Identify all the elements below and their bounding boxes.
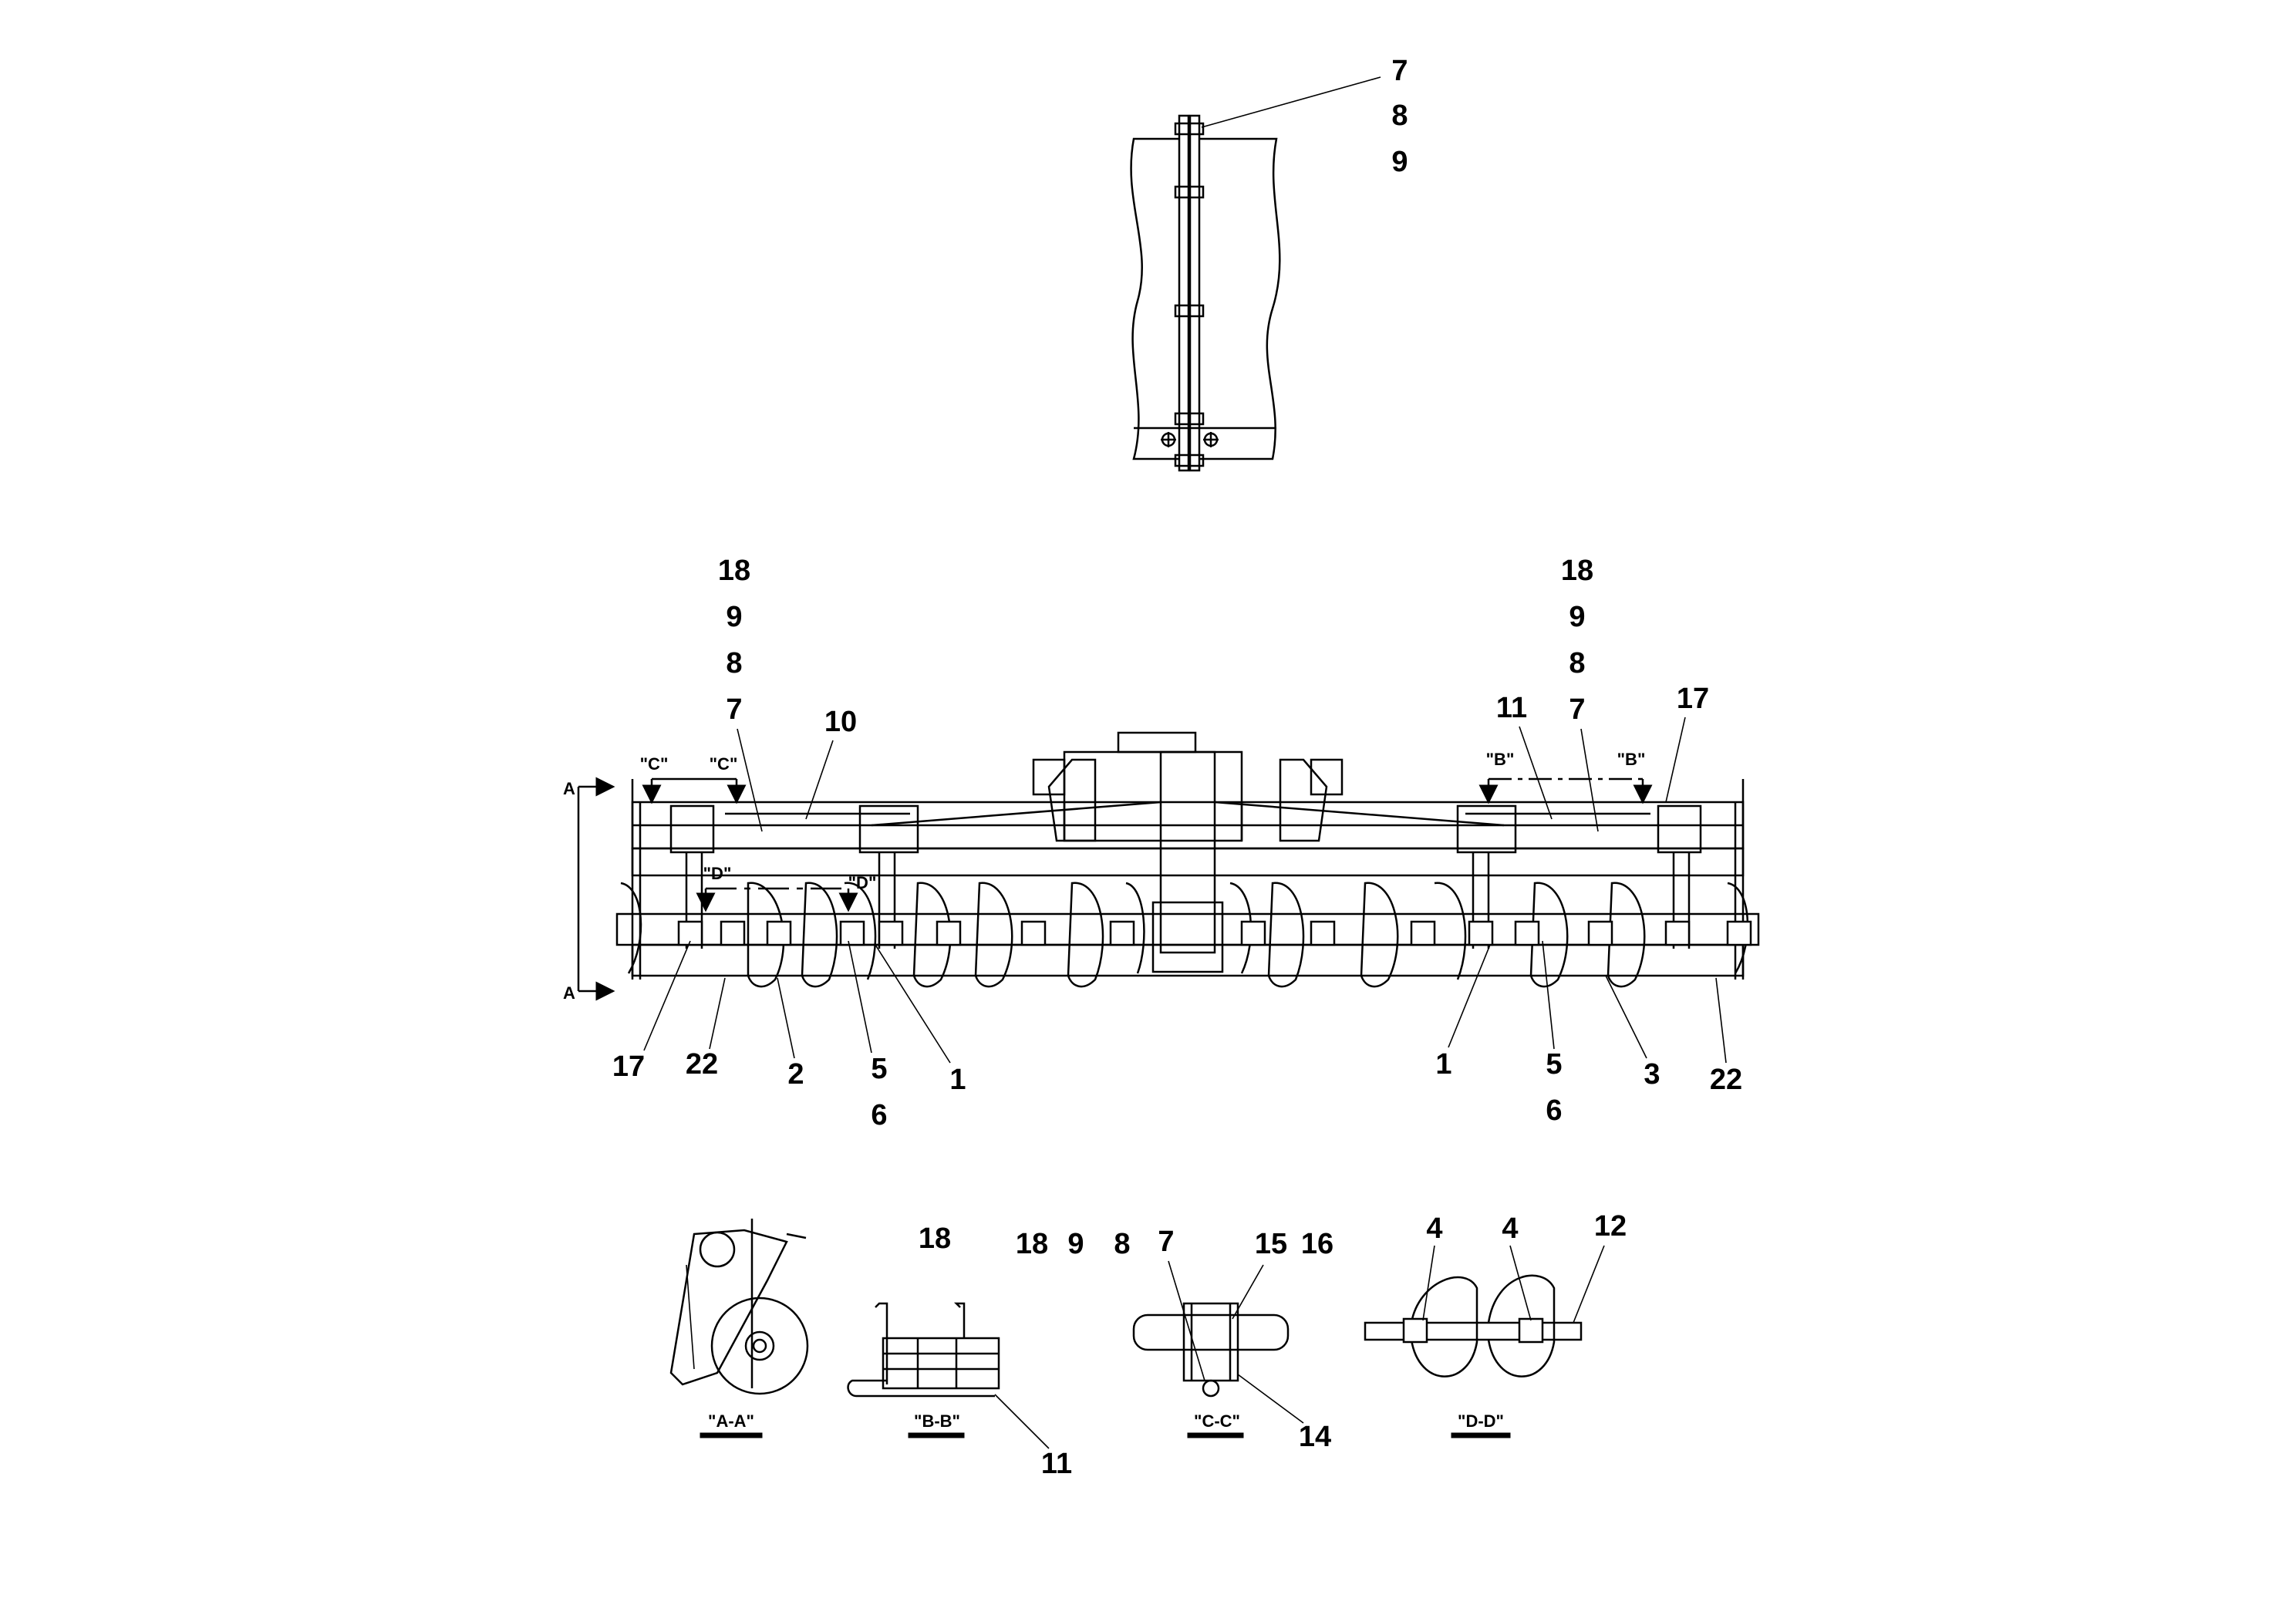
top-view: 7 8 9 xyxy=(1130,55,1408,472)
top-callout-9: 9 xyxy=(1391,146,1408,178)
main-view: A A "C" "C" "B" "B" "D" "D" xyxy=(563,555,1760,1131)
center-gearbox xyxy=(871,731,1505,973)
top-callout-8: 8 xyxy=(1391,99,1408,132)
section-c-left: "C" xyxy=(640,754,669,774)
section-c-right: "C" xyxy=(710,754,738,774)
left-stack-7: 7 xyxy=(726,693,742,726)
right-stack-9: 9 xyxy=(1569,601,1585,633)
section-a-bottom: A xyxy=(563,983,575,1003)
callout-1-left: 1 xyxy=(949,1064,966,1096)
detail-d-d: 4 4 12 "D-D" xyxy=(1364,1210,1627,1438)
detail-c-c-callout-8: 8 xyxy=(1114,1228,1130,1260)
detail-b-b-title: "B-B" xyxy=(914,1411,960,1431)
section-a-top: A xyxy=(563,779,575,798)
detail-d-d-title: "D-D" xyxy=(1458,1411,1504,1431)
callout-1-right: 1 xyxy=(1435,1048,1451,1081)
callout-2: 2 xyxy=(787,1058,804,1091)
detail-d-d-callout-12: 12 xyxy=(1594,1210,1627,1243)
section-d-markers: "D" "D" xyxy=(696,864,877,912)
section-b-right: "B" xyxy=(1617,750,1646,769)
detail-d-d-callout-4a: 4 xyxy=(1426,1212,1442,1245)
callout-5-right: 5 xyxy=(1546,1048,1562,1081)
callout-22-right: 22 xyxy=(1710,1064,1742,1096)
detail-c-c-callout-18: 18 xyxy=(1016,1228,1048,1260)
detail-d-d-callout-4b: 4 xyxy=(1502,1212,1518,1245)
detail-c-c-callout-7: 7 xyxy=(1158,1226,1174,1258)
right-stack-7: 7 xyxy=(1569,693,1585,726)
callout-17-right: 17 xyxy=(1677,683,1709,715)
shaft-hubs xyxy=(677,920,1752,946)
right-callout-stack: 18 9 8 7 xyxy=(1561,555,1599,832)
left-callout-stack: 18 9 8 7 xyxy=(718,555,763,832)
section-d-right: "D" xyxy=(848,873,877,892)
callout-22-left: 22 xyxy=(686,1048,718,1081)
main-callouts: 10 11 17 17 22 2 5 6 1 1 5 6 3 22 xyxy=(612,683,1742,1131)
detail-c-c: 18 9 8 7 15 16 "C-C" 14 xyxy=(1016,1226,1333,1453)
section-b-left: "B" xyxy=(1486,750,1515,769)
callout-6-left: 6 xyxy=(871,1099,887,1131)
left-stack-9: 9 xyxy=(726,601,742,633)
left-stack-18: 18 xyxy=(718,555,750,587)
callout-5-left: 5 xyxy=(871,1053,887,1085)
top-callout-7: 7 xyxy=(1391,55,1408,87)
callout-3: 3 xyxy=(1644,1058,1660,1091)
section-a-markers: A A xyxy=(563,777,615,1003)
detail-c-c-callout-16: 16 xyxy=(1301,1228,1333,1260)
callout-6-right: 6 xyxy=(1546,1094,1562,1127)
detail-c-c-callout-15: 15 xyxy=(1255,1228,1287,1260)
callout-11: 11 xyxy=(1496,692,1527,724)
section-c-markers: "C" "C" xyxy=(640,754,747,804)
right-stack-8: 8 xyxy=(1569,647,1585,679)
section-d-left: "D" xyxy=(703,864,732,883)
detail-b-b-callout-11: 11 xyxy=(1041,1448,1072,1480)
main-frame xyxy=(615,779,1760,980)
detail-a-a-title: "A-A" xyxy=(708,1411,754,1431)
brackets xyxy=(669,804,1702,949)
right-stack-18: 18 xyxy=(1561,555,1593,587)
detail-c-c-callout-14: 14 xyxy=(1299,1421,1331,1453)
disc-blades xyxy=(620,882,1749,988)
callout-17-left: 17 xyxy=(612,1050,645,1083)
section-b-markers: "B" "B" xyxy=(1478,750,1653,804)
detail-c-c-title: "C-C" xyxy=(1194,1411,1240,1431)
detail-c-c-callout-9: 9 xyxy=(1067,1228,1084,1260)
detail-a-a: "A-A" xyxy=(669,1219,809,1438)
left-stack-8: 8 xyxy=(726,647,742,679)
callout-10: 10 xyxy=(824,706,857,738)
detail-b-b-callout-18: 18 xyxy=(919,1222,951,1255)
detail-b-b: 18 "B-B" 11 xyxy=(847,1222,1072,1480)
